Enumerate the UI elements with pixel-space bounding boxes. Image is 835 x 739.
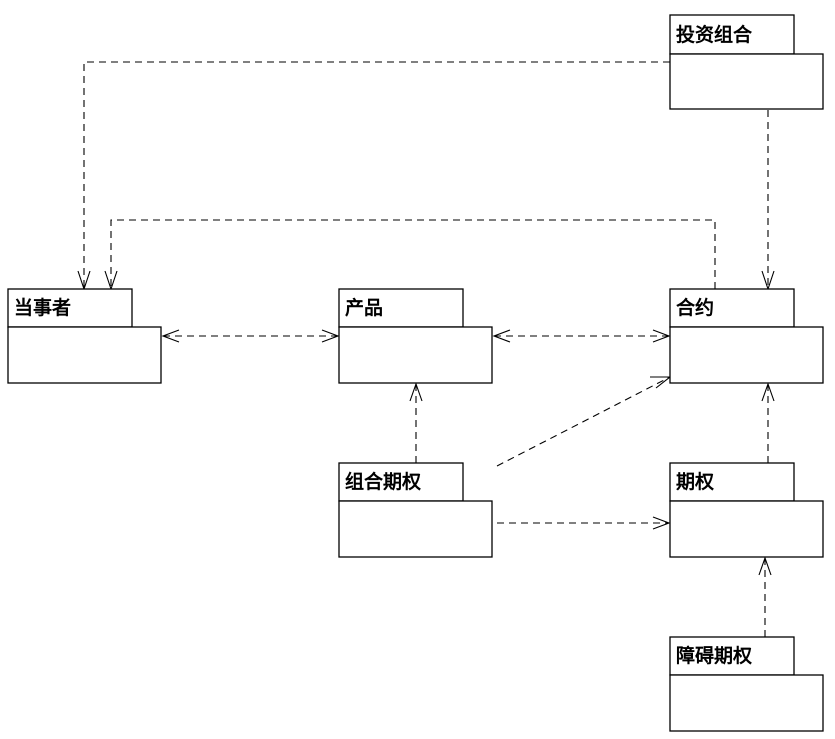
package-combo-option: 组合期权 — [338, 462, 493, 558]
package-party: 当事者 — [7, 288, 162, 384]
arrowhead-contract-from-option — [761, 382, 775, 402]
package-product: 产品 — [338, 288, 493, 384]
package-body — [669, 53, 824, 110]
package-body — [338, 326, 493, 384]
package-name: 当事者 — [14, 296, 71, 319]
dep-contract-to-party — [110, 219, 716, 289]
dep-portfolio-to-party — [83, 61, 670, 289]
arrowhead-party-side — [161, 329, 180, 343]
dep-combo-to-contract — [496, 376, 671, 467]
arrowhead-product-right-side — [492, 329, 511, 343]
package-body — [669, 674, 824, 732]
arrowhead-option-from-combo — [652, 516, 671, 530]
package-tab — [7, 288, 133, 328]
package-name: 障碍期权 — [676, 644, 752, 667]
package-tab — [669, 636, 795, 676]
package-name: 投资组合 — [676, 23, 753, 46]
package-tab — [338, 288, 464, 328]
package-contract: 合约 — [669, 288, 824, 384]
package-name: 组合期权 — [345, 470, 421, 493]
package-tab — [338, 462, 464, 502]
package-name: 合约 — [676, 296, 714, 319]
package-name: 产品 — [345, 296, 383, 319]
package-body — [7, 326, 162, 384]
package-tab — [669, 288, 795, 328]
arrowhead-product-side — [321, 329, 340, 343]
package-name: 期权 — [676, 470, 714, 493]
package-body — [669, 326, 824, 384]
arrowhead-option-from-barrier — [758, 556, 772, 576]
package-tab — [669, 14, 795, 55]
package-body — [338, 500, 493, 558]
package-body — [669, 500, 824, 558]
arrowhead-contract-left-side — [652, 329, 671, 343]
package-portfolio: 投资组合 — [669, 14, 824, 110]
package-barrier-option: 障碍期权 — [669, 636, 824, 732]
package-option: 期权 — [669, 462, 824, 558]
arrowhead-product-from-combo — [409, 382, 423, 402]
